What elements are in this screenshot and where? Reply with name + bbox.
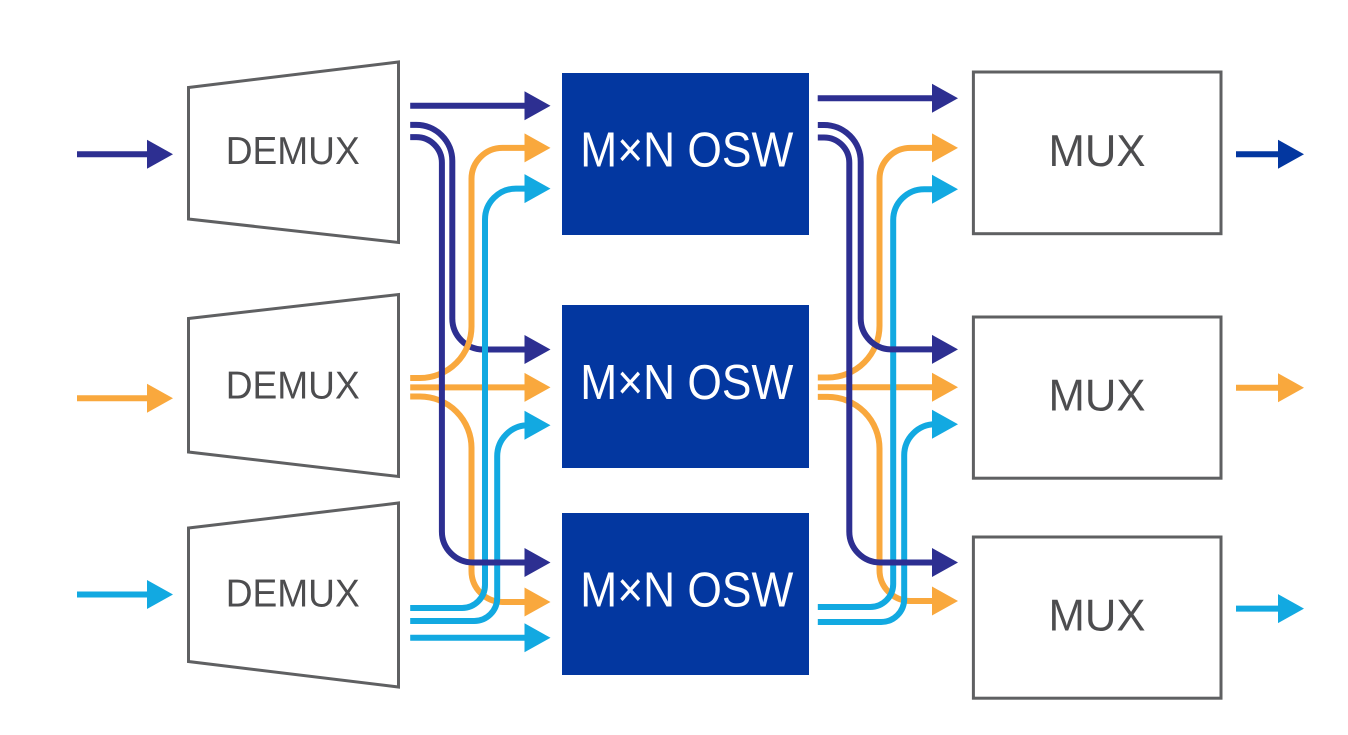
svg-text:M×N OSW: M×N OSW: [580, 563, 793, 617]
svg-text:M×N OSW: M×N OSW: [580, 123, 793, 177]
svg-text:MUX: MUX: [1049, 372, 1146, 421]
svg-text:DEMUX: DEMUX: [226, 130, 360, 173]
svg-text:MUX: MUX: [1049, 592, 1146, 641]
svg-text:DEMUX: DEMUX: [226, 364, 360, 407]
svg-text:MUX: MUX: [1049, 127, 1146, 176]
svg-text:DEMUX: DEMUX: [226, 573, 360, 616]
svg-text:M×N OSW: M×N OSW: [580, 356, 793, 410]
